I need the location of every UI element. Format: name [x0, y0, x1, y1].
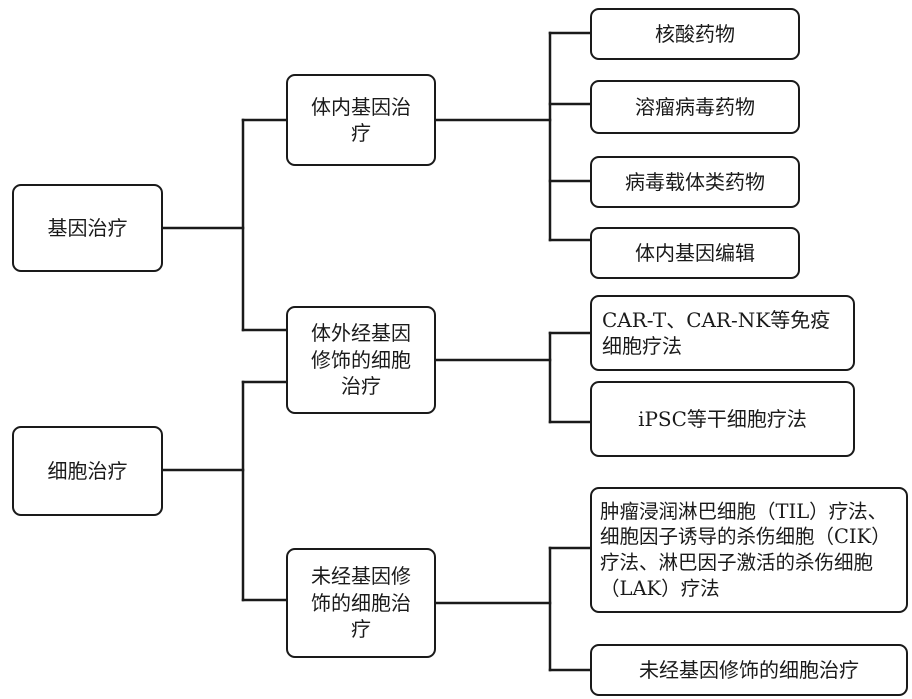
leaf-node-unmodified-cell-therapy: 未经基因修饰的细胞治疗 — [590, 644, 908, 696]
leaf-node-label: 病毒载体类药物 — [625, 169, 765, 194]
middle-node-label: 未经基因修饰的细胞治疗 — [311, 564, 411, 642]
middle-node-in-vivo-gene-therapy: 体内基因治疗 — [286, 74, 436, 166]
middle-node-ex-vivo-modified-cell-therapy: 体外经基因修饰的细胞治疗 — [286, 306, 436, 414]
leaf-node-label: iPSC等干细胞疗法 — [638, 406, 807, 431]
leaf-node-in-vivo-gene-editing: 体内基因编辑 — [590, 227, 800, 279]
middle-node-label: 体外经基因修饰的细胞治疗 — [311, 321, 411, 399]
leaf-node-viral-vector-drugs: 病毒载体类药物 — [590, 156, 800, 208]
leaf-node-label: 溶瘤病毒药物 — [635, 94, 755, 119]
leaf-node-til-cik-lak-therapy: 肿瘤浸润淋巴细胞（TIL）疗法、细胞因子诱导的杀伤细胞（CIK）疗法、淋巴因子激… — [590, 487, 908, 613]
leaf-node-oncolytic-virus-drugs: 溶瘤病毒药物 — [590, 80, 800, 134]
root-node-label: 细胞治疗 — [47, 458, 128, 483]
leaf-node-label: CAR-T、CAR-NK等免疫细胞疗法 — [602, 307, 831, 358]
middle-node-unmodified-cell-therapy: 未经基因修饰的细胞治疗 — [286, 548, 436, 658]
root-node-gene-therapy: 基因治疗 — [12, 184, 163, 272]
leaf-node-nucleic-acid-drugs: 核酸药物 — [590, 8, 800, 60]
leaf-node-car-immune-cell-therapy: CAR-T、CAR-NK等免疫细胞疗法 — [590, 295, 855, 371]
root-node-label: 基因治疗 — [47, 215, 128, 240]
leaf-node-label: 体内基因编辑 — [635, 240, 755, 265]
root-node-cell-therapy: 细胞治疗 — [12, 426, 163, 516]
leaf-node-label: 未经基因修饰的细胞治疗 — [639, 657, 859, 682]
leaf-node-ipsc-stem-cell-therapy: iPSC等干细胞疗法 — [590, 381, 855, 457]
middle-node-label: 体内基因治疗 — [311, 94, 411, 145]
leaf-node-label: 核酸药物 — [655, 21, 735, 46]
leaf-node-label: 肿瘤浸润淋巴细胞（TIL）疗法、细胞因子诱导的杀伤细胞（CIK）疗法、淋巴因子激… — [600, 499, 891, 600]
